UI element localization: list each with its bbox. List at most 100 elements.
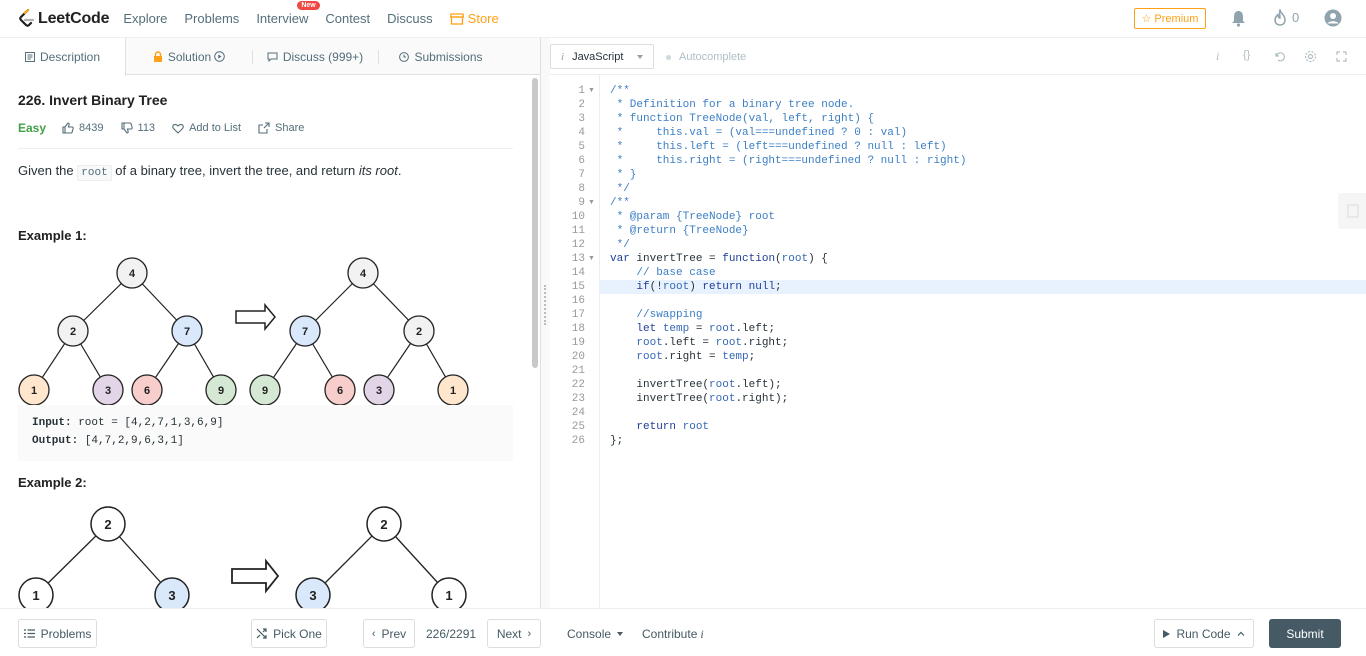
play-circle-icon <box>214 51 225 62</box>
tab-submissions[interactable]: Submissions <box>378 38 504 75</box>
tab-solution[interactable]: Solution <box>126 38 252 75</box>
fire-icon <box>1274 9 1286 26</box>
heart-icon <box>172 123 184 134</box>
code-line[interactable] <box>600 294 1366 308</box>
line-number: 7 <box>578 169 585 181</box>
code-line[interactable]: // base case <box>610 267 716 279</box>
node-label: 3 <box>168 588 175 603</box>
code-line[interactable]: * this.left = (left===undefined ? null :… <box>610 141 947 153</box>
code-line[interactable]: * } <box>610 169 637 181</box>
code-line[interactable]: */ <box>610 183 630 195</box>
side-panel-toggle[interactable] <box>1338 193 1366 229</box>
code-line[interactable]: //swapping <box>610 309 703 321</box>
reset-icon[interactable] <box>1274 51 1286 62</box>
submit-button[interactable]: Submit <box>1269 619 1341 648</box>
node-label: 6 <box>144 385 150 397</box>
desc-text-mid: of a binary tree, invert the tree, and r… <box>111 163 359 178</box>
settings-icon[interactable] <box>1304 50 1317 63</box>
run-code-button[interactable]: Run Code <box>1154 619 1254 648</box>
code-line[interactable]: /** <box>610 85 630 97</box>
dislike-button[interactable]: 113 <box>120 122 155 134</box>
next-button[interactable]: Next › <box>487 619 541 648</box>
problems-label: Problems <box>40 626 92 641</box>
code-line[interactable]: */ <box>610 239 630 251</box>
tab-discuss[interactable]: Discuss (999+) <box>252 38 378 75</box>
tab-submissions-label: Submissions <box>414 49 483 64</box>
star-icon: ☆ <box>1141 13 1152 25</box>
code-line[interactable]: * this.right = (right===undefined ? null… <box>610 155 967 167</box>
description-scrollbar[interactable] <box>532 78 538 368</box>
prev-button[interactable]: ‹ Prev <box>363 619 415 648</box>
line-number: 23 <box>571 393 585 405</box>
tab-description-label: Description <box>39 50 101 64</box>
code-line[interactable]: let temp = root.left; <box>636 323 776 335</box>
line-number: 15 <box>571 281 585 293</box>
avatar-icon[interactable] <box>1324 9 1342 27</box>
code-line[interactable]: if(!root) return null; <box>600 280 1366 294</box>
nav-explore[interactable]: Explore <box>123 11 168 26</box>
like-button[interactable]: 8439 <box>62 122 104 134</box>
tab-separator <box>378 50 379 64</box>
code-line[interactable]: root.left = root.right; <box>636 337 789 349</box>
format-braces-icon[interactable]: {} <box>1243 49 1251 61</box>
problem-pager: 226/2291 <box>426 627 477 641</box>
streak-counter[interactable]: 0 <box>1273 9 1299 26</box>
code-line[interactable]: * Definition for a binary tree node. <box>610 99 855 111</box>
console-toggle[interactable]: Console <box>567 627 624 641</box>
lock-icon <box>153 51 162 62</box>
editor-info-icon[interactable]: i <box>1216 49 1220 63</box>
fullscreen-icon[interactable] <box>1336 51 1347 62</box>
premium-button[interactable]: ☆ Premium <box>1134 8 1206 29</box>
problems-list-button[interactable]: Problems <box>18 619 97 648</box>
code-line[interactable]: invertTree(root.left); <box>610 379 782 391</box>
nav-contest[interactable]: Contest <box>325 11 371 26</box>
code-line[interactable]: * @return {TreeNode} <box>610 225 749 237</box>
panel-resizer[interactable] <box>541 38 550 608</box>
language-label: JavaScript <box>572 50 624 63</box>
problem-title: 226. Invert Binary Tree <box>18 92 168 108</box>
code-area[interactable]: /** * Definition for a binary tree node.… <box>600 75 1366 608</box>
console-label: Console <box>567 627 612 641</box>
code-line[interactable]: * function TreeNode(val, left, right) { <box>610 113 875 125</box>
list-icon <box>23 629 35 638</box>
code-line[interactable]: * this.val = (val===undefined ? 0 : val) <box>610 127 908 139</box>
nav-problems[interactable]: Problems <box>184 11 240 26</box>
add-to-list-button[interactable]: Add to List <box>172 122 241 134</box>
code-line[interactable]: var invertTree = function(root) { <box>610 253 828 265</box>
bell-icon[interactable] <box>1231 10 1246 27</box>
code-line[interactable]: * @param {TreeNode} root <box>610 211 776 223</box>
leetcode-logo[interactable]: LeetCode <box>18 9 110 28</box>
code-line[interactable] <box>600 364 1366 378</box>
tree-node <box>295 577 331 608</box>
code-line[interactable]: }; <box>610 435 624 447</box>
code-line[interactable]: invertTree(root.right); <box>610 393 789 405</box>
fold-toggle-icon[interactable]: ▼ <box>588 255 595 262</box>
fold-toggle-icon[interactable]: ▼ <box>588 87 595 94</box>
tree-node <box>18 577 54 608</box>
code-line[interactable]: root.right = temp; <box>636 351 756 363</box>
output-label: Output: <box>32 435 79 447</box>
line-number: 24 <box>571 407 585 419</box>
tab-description[interactable]: Description <box>0 38 126 76</box>
pick-one-button[interactable]: Pick One <box>251 619 327 648</box>
difficulty-badge: Easy <box>18 121 47 135</box>
fold-toggle-icon[interactable]: ▼ <box>588 199 595 206</box>
right-arrow-icon <box>235 302 276 332</box>
tree-node <box>403 315 435 347</box>
nav-store-label: Store <box>467 11 499 26</box>
nav-store[interactable]: Store <box>449 11 499 26</box>
language-select[interactable]: i JavaScript <box>550 44 654 69</box>
autocomplete-toggle[interactable]: Autocomplete <box>666 51 746 63</box>
description-panel: Description Solution Discuss (999+) Subm… <box>0 38 541 608</box>
line-number: 4 <box>578 127 585 139</box>
nav-discuss[interactable]: Discuss <box>387 11 433 26</box>
code-line[interactable] <box>600 406 1366 420</box>
line-number: 19 <box>571 337 585 349</box>
share-button[interactable]: Share <box>258 122 304 134</box>
code-line[interactable]: /** <box>610 197 630 209</box>
code-line[interactable]: return root <box>636 421 710 433</box>
tree-node <box>57 315 89 347</box>
new-badge: New <box>297 1 320 10</box>
